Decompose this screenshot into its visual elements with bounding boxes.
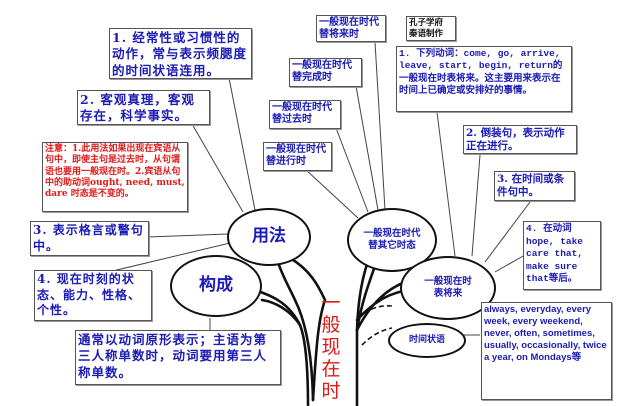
usage-item-1: 1. 经常性或习惯性的动作，常与表示频腮度的时间状语连用。 (109, 28, 252, 79)
future-item-2: 2. 倒装句，表示动作正在进行。 (463, 125, 577, 154)
trunk-char-5: 时 (321, 380, 341, 402)
time-adverbial-node: 时间状语 (388, 323, 466, 358)
future-item-4: 4. 在动词hope, take care that, make sure th… (523, 221, 601, 290)
credit-label: 孔子学府 秦语制作 (406, 16, 456, 41)
usage-item-2: 2. 客观真理，客观存在，科学事实。 (77, 90, 210, 125)
replace-future-box: 一般现在时代替将来时 (316, 15, 386, 42)
usage-item-4: 4. 现在时刻的状态、能力、性格、个性。 (34, 270, 152, 321)
construction-node: 构成 (170, 255, 262, 317)
construction-text: 通常以动词原形表示；主语为第三人称单数时，动词要用第三人称单数。 (75, 330, 281, 385)
trunk-char-4: 在 (321, 358, 341, 380)
usage-node: 用法 (227, 208, 311, 266)
usage-item-3: 3. 表示格言或警句中。 (30, 221, 149, 256)
future-node: 一般现在时表将来 (400, 256, 496, 320)
time-adverbial-list: always, everyday, every week, every week… (481, 302, 612, 400)
future-item-3: 3. 在时间或条件句中。 (494, 171, 575, 201)
trunk-char-3: 现 (321, 336, 341, 358)
trunk-title: 一 般 现 在 时 (318, 292, 344, 402)
replace-past-box: 一般现在时代替过去时 (269, 100, 341, 129)
replace-perfect-box: 一般现在时代替完成时 (289, 58, 362, 87)
trunk-char-1: 一 (321, 292, 341, 314)
replace-progressive-box: 一般现在时代替进行时 (263, 142, 332, 171)
replace-other-node: 一般现在时代替其它时态 (347, 208, 437, 272)
future-item-1: 1. 下列动词：come, go, arrive, leave, start, … (396, 46, 572, 112)
credit-line-2: 秦语制作 (409, 29, 444, 39)
trunk-char-2: 般 (321, 314, 341, 336)
usage-note: 注意：1.此用法如果出现在宾语从句中，即使主句是过去时，从句谓语也要用一般现在时… (42, 142, 188, 212)
credit-line-1: 孔子学府 (409, 18, 444, 28)
